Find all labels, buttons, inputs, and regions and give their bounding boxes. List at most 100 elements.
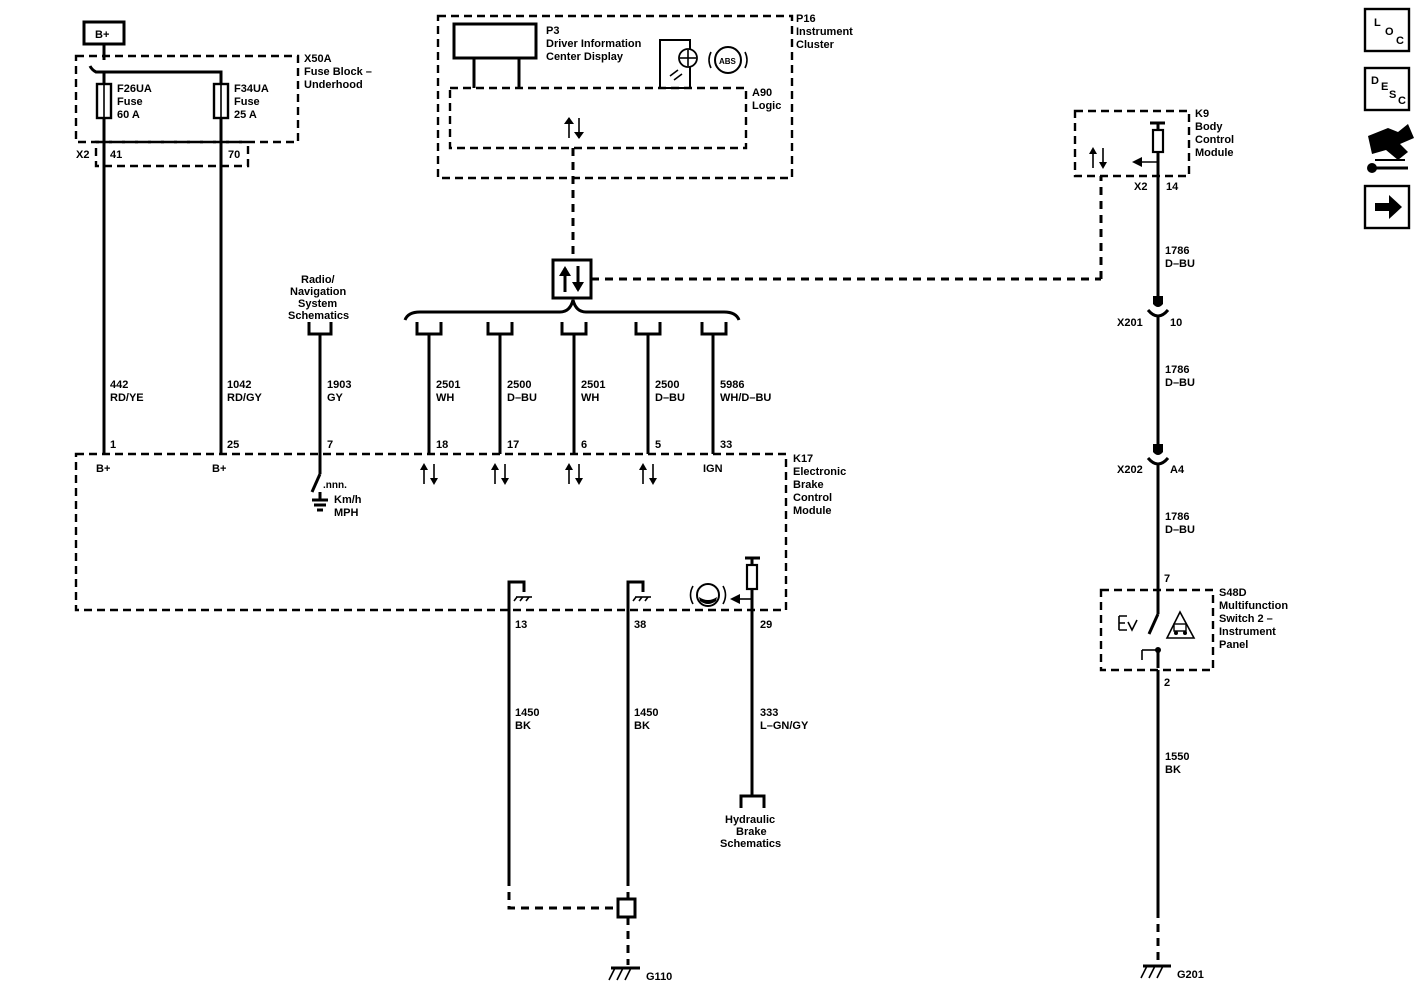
hydraulic-brake-circuit: 29 333 L–GN/GY Hydraulic Brake Schematic… (720, 612, 809, 850)
svg-text:14: 14 (1166, 181, 1179, 193)
svg-text:Control: Control (1195, 134, 1234, 146)
svg-text:MPH: MPH (334, 507, 359, 519)
svg-text:X201: X201 (1117, 317, 1143, 329)
svg-text:Module: Module (1195, 147, 1234, 159)
data-arrows-icons (420, 463, 657, 485)
svg-text:6: 6 (581, 439, 587, 451)
svg-text:E: E (1381, 81, 1388, 93)
svg-text:Schematics: Schematics (288, 310, 349, 322)
svg-text:L–GN/GY: L–GN/GY (760, 720, 809, 732)
bplus-source: B+ (82, 20, 126, 60)
svg-text:S48D: S48D (1219, 587, 1247, 599)
ebcm-pin-numbers: 1 25 7 18 17 6 5 33 (110, 439, 732, 451)
svg-text:F26UA: F26UA (117, 83, 152, 95)
svg-text:Fuse: Fuse (234, 96, 260, 108)
svg-text:X202: X202 (1117, 464, 1143, 476)
svg-text:P16: P16 (796, 13, 816, 25)
svg-text:B+: B+ (95, 29, 109, 41)
svg-text:1786: 1786 (1165, 245, 1189, 257)
ground-wires-g110: 13 38 1450 BK 1450 BK G110 (507, 612, 672, 983)
svg-text:1450: 1450 (634, 707, 658, 719)
svg-text:Km/h: Km/h (334, 494, 362, 506)
svg-text:5986: 5986 (720, 379, 744, 391)
svg-text:Center Display: Center Display (546, 51, 624, 63)
svg-text:GY: GY (327, 392, 344, 404)
svg-text:1786: 1786 (1165, 364, 1189, 376)
arrow-right-icon (1375, 195, 1402, 219)
description-button[interactable]: D E S C (1363, 66, 1411, 112)
svg-text:Control: Control (793, 492, 832, 504)
svg-text:S: S (1389, 89, 1396, 101)
bus-brace (403, 299, 741, 321)
svg-text:333: 333 (760, 707, 778, 719)
svg-text:7: 7 (1164, 573, 1170, 585)
serial-data-arrows-icon (564, 117, 584, 139)
svg-text:41: 41 (110, 149, 122, 161)
svg-text:X2: X2 (76, 149, 89, 161)
svg-text:Schematics: Schematics (720, 838, 781, 850)
svg-text:38: 38 (634, 619, 646, 631)
svg-text:G110: G110 (646, 971, 672, 983)
right-circuit: 1786 D–BU X201 10 1786 D–BU X202 A4 1786… (1099, 162, 1288, 981)
svg-text:WH: WH (436, 392, 454, 404)
svg-text:2501: 2501 (581, 379, 605, 391)
svg-text:Module: Module (793, 505, 832, 517)
svg-text:BK: BK (1165, 764, 1181, 776)
svg-text:D–BU: D–BU (655, 392, 685, 404)
svg-text:L: L (1374, 17, 1381, 29)
next-arrow-button[interactable] (1363, 184, 1411, 230)
svg-text:D–BU: D–BU (507, 392, 537, 404)
svg-text:WH/D–BU: WH/D–BU (720, 392, 771, 404)
svg-text:29: 29 (760, 619, 772, 631)
wire-labels: 442 RD/YE 1042 RD/GY 1903 GY 2501 WH 250… (110, 379, 771, 404)
connector-end-view-icon[interactable] (1367, 124, 1414, 173)
svg-text:G201: G201 (1177, 969, 1204, 981)
svg-text:2501: 2501 (436, 379, 460, 391)
svg-text:K17: K17 (793, 453, 813, 465)
svg-text:60 A: 60 A (117, 109, 140, 121)
svg-text:Cluster: Cluster (796, 39, 835, 51)
svg-text:RD/YE: RD/YE (110, 392, 144, 404)
svg-text:Panel: Panel (1219, 639, 1248, 651)
svg-text:System: System (298, 298, 337, 310)
fuse-block-x50a: X50A Fuse Block – Underhood F26UA Fuse 6… (74, 53, 372, 168)
svg-text:D–BU: D–BU (1165, 258, 1195, 270)
radio-navigation-reference: Radio/ Navigation System Schematics (288, 274, 349, 336)
svg-text:Body: Body (1195, 121, 1223, 133)
svg-text:D–BU: D–BU (1165, 377, 1195, 389)
svg-text:13: 13 (515, 619, 527, 631)
svg-text:K9: K9 (1195, 108, 1209, 120)
svg-text:A4: A4 (1170, 464, 1185, 476)
svg-text:F34UA: F34UA (234, 83, 269, 95)
svg-text:Switch 2 –: Switch 2 – (1219, 613, 1273, 625)
svg-text:10: 10 (1170, 317, 1182, 329)
svg-text:70: 70 (228, 149, 240, 161)
svg-text:2500: 2500 (655, 379, 679, 391)
svg-text:BK: BK (515, 720, 531, 732)
serial-data-splice (551, 258, 593, 300)
svg-text:C: C (1398, 95, 1406, 107)
svg-text:Radio/: Radio/ (301, 274, 335, 286)
svg-text:1: 1 (110, 439, 116, 451)
svg-text:Driver Information: Driver Information (546, 38, 642, 50)
svg-text:D: D (1371, 75, 1379, 87)
svg-text:1450: 1450 (515, 707, 539, 719)
hill-descent-icon (1165, 610, 1196, 639)
body-control-module-k9: K9 Body Control Module X2 14 (1073, 108, 1234, 193)
svg-text:B+: B+ (96, 463, 110, 475)
svg-text:WH: WH (581, 392, 599, 404)
svg-text:1903: 1903 (327, 379, 351, 391)
svg-text:D–BU: D–BU (1165, 524, 1195, 536)
svg-text:17: 17 (507, 439, 519, 451)
svg-text:Brake: Brake (793, 479, 824, 491)
svg-text:Brake: Brake (736, 826, 767, 838)
svg-text:Instrument: Instrument (796, 26, 853, 38)
svg-text:Logic: Logic (752, 100, 781, 112)
svg-text:Underhood: Underhood (304, 79, 363, 91)
svg-text:Navigation: Navigation (290, 286, 347, 298)
svg-text:X2: X2 (1134, 181, 1147, 193)
location-button[interactable]: L O C (1363, 7, 1411, 53)
svg-text:RD/GY: RD/GY (227, 392, 263, 404)
ebcm-k17: K17 Electronic Brake Control Module B+ B… (74, 452, 846, 612)
svg-text:442: 442 (110, 379, 128, 391)
